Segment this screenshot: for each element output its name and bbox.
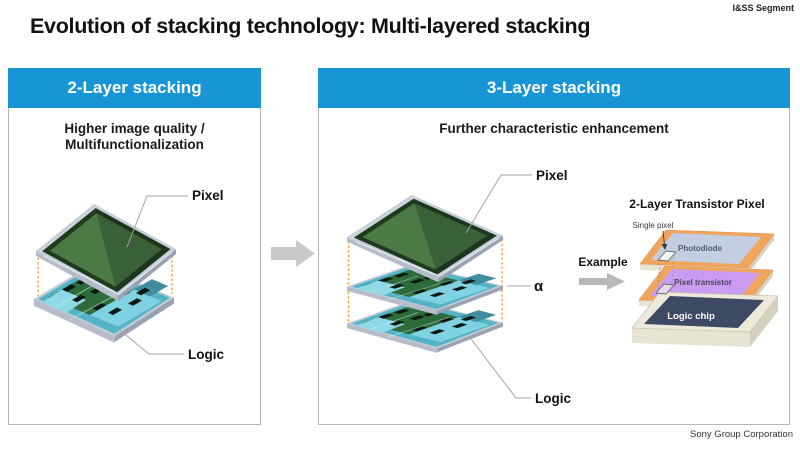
logic-label: Logic — [188, 347, 224, 362]
pixel-label-line — [465, 174, 532, 234]
panel-3-layer-subtitle: Further characteristic enhancement — [439, 121, 669, 136]
transistor-pixel-title: 2-Layer Transistor Pixel — [629, 197, 764, 211]
pixel-label: Pixel — [192, 188, 224, 203]
logic-label: Logic — [535, 391, 571, 406]
3-layer-stack-diagram: Pixel α Logic Example 2-Layer Transistor… — [346, 168, 779, 406]
logic-chip-label: Logic chip — [667, 311, 715, 322]
panel-2-layer-header: 2-Layer stacking — [8, 68, 261, 108]
panel-2-layer-subtitle: Higher image quality / Multifunctionaliz… — [9, 109, 260, 153]
example-arrow-icon — [579, 273, 625, 290]
single-pixel-arrowhead-icon — [661, 244, 668, 250]
panel-2-layer-stacking: 2-Layer stacking Higher image quality / … — [8, 68, 261, 425]
page-title: Evolution of stacking technology: Multi-… — [30, 14, 591, 38]
single-pixel-arrow — [662, 230, 665, 246]
pixel-chip-illustration — [346, 194, 504, 284]
subtitle-line-2: Multifunctionalization — [65, 137, 204, 152]
footer-corporation-label: Sony Group Corporation — [690, 429, 793, 440]
logic-chip-layer: Logic chip — [631, 291, 779, 347]
single-pixel-marker-bottom — [655, 283, 675, 295]
segment-label: I&SS Segment — [732, 3, 794, 13]
alpha-label: α — [534, 278, 544, 295]
pixel-label-line — [126, 195, 188, 248]
pixel-transistor-label: Pixel transistor — [674, 278, 732, 287]
2-layer-stack-diagram: Pixel Logic — [33, 188, 224, 362]
single-pixel-annotation: Single pixel — [633, 221, 677, 295]
pixel-label: Pixel — [536, 168, 568, 183]
single-pixel-guides — [657, 252, 675, 292]
subtitle-line-1: Higher image quality / — [64, 121, 205, 136]
panel-3-layer-header: 3-Layer stacking — [318, 68, 790, 108]
photodiode-label: Photodiode — [678, 244, 723, 253]
single-pixel-label: Single pixel — [633, 221, 674, 230]
single-pixel-marker-top — [657, 250, 677, 262]
logic-label-line — [470, 338, 531, 399]
transition-arrow-icon — [271, 240, 315, 267]
example-label: Example — [578, 255, 628, 269]
logic-label-line — [120, 330, 184, 355]
panel-3-layer-stacking: 3-Layer stacking Further characteristic … — [318, 68, 790, 425]
